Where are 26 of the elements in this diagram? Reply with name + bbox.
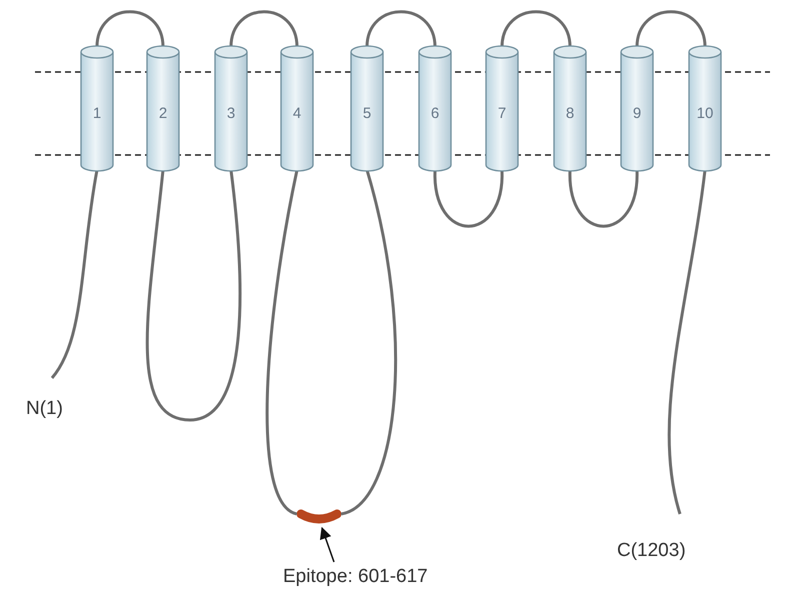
polypeptide-loop — [96, 10, 164, 48]
polypeptide-loop — [366, 10, 436, 48]
helix-cylinder: 10 — [688, 45, 722, 172]
polypeptide-loop — [668, 170, 706, 514]
polypeptide-loop — [50, 170, 98, 379]
polypeptide-loop — [636, 10, 706, 48]
helix-cylinder: 3 — [214, 45, 248, 172]
helix-cylinder: 8 — [553, 45, 587, 172]
polypeptide-loop — [340, 170, 398, 516]
polypeptide-loop — [230, 10, 298, 48]
polypeptide-loop — [568, 170, 638, 228]
helix-cylinder: 2 — [146, 45, 180, 172]
helix-cylinder: 5 — [350, 45, 384, 172]
terminus-label: C(1203) — [617, 540, 686, 562]
helix-cylinder: 7 — [485, 45, 519, 172]
helix-cylinder: 6 — [418, 45, 452, 172]
helix-cylinder: 1 — [80, 45, 114, 172]
helix-cylinder: 9 — [620, 45, 654, 172]
pointer-arrow — [320, 526, 335, 562]
polypeptide-loop — [266, 170, 298, 516]
polypeptide-loop — [434, 170, 504, 228]
epitope-label: Epitope: 601-617 — [283, 566, 428, 588]
helix-cylinder: 4 — [280, 45, 314, 172]
polypeptide-loop — [500, 10, 572, 48]
terminus-label: N(1) — [26, 398, 63, 420]
polypeptide-loop — [146, 170, 242, 422]
